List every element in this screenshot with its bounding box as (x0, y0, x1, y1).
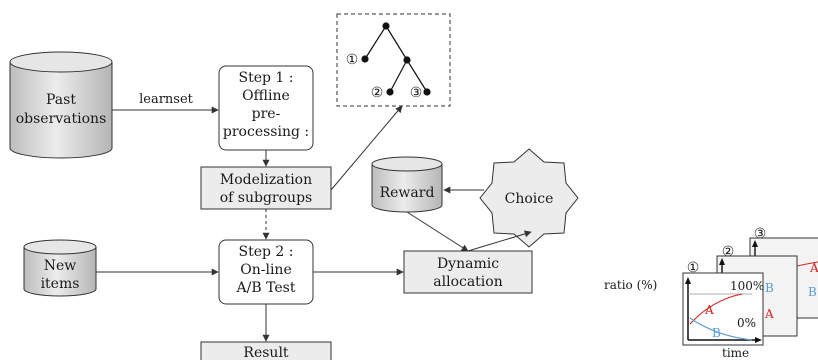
step1-box: Step 1 : Offline pre- processing : (218, 65, 314, 151)
step2-title: Step 2 : (239, 244, 294, 260)
mini-chart-panel-1: A B 100% 0% ① (682, 260, 764, 346)
tree-leaf-node-1 (361, 55, 369, 63)
new-items-label-line1: New (44, 258, 77, 274)
learnset-label: learnset (139, 92, 194, 107)
result-label: Result (243, 345, 289, 360)
mini-chart-panel-3-number: ③ (754, 226, 767, 242)
mini-chart-panel-1-series-a: A (704, 303, 714, 317)
step2-line3: A/B Test (236, 280, 296, 296)
tree-internal-node (403, 56, 411, 64)
mini-chart-panel-2-series-b: B (765, 281, 774, 295)
new-items-label-line2: items (41, 276, 80, 292)
mini-chart-panel-1-number: ① (687, 260, 700, 276)
mini-chart-tick-bottom: 0% (737, 316, 756, 330)
reward-to-allocation-edge (406, 211, 469, 252)
mini-chart-panel-1-series-b: B (712, 326, 721, 340)
past-observations-label-line2: observations (16, 111, 107, 127)
mini-chart-stack: A B ③ B A ② A B 100% 0% ① (604, 226, 818, 360)
tree-leaf-label-1: ① (346, 52, 359, 68)
dynamic-allocation-line1: Dynamic (437, 256, 499, 272)
step2-box: Step 2 : On-line A/B Test (218, 239, 314, 305)
allocation-to-choice-edge (467, 230, 532, 252)
tree-leaf-label-3: ③ (410, 85, 423, 101)
tree-root-node (382, 22, 390, 30)
tree-leaf-label-2: ② (371, 85, 384, 101)
mini-chart-x-label: time (722, 346, 749, 360)
choice-label: Choice (505, 191, 554, 207)
step1-title: Step 1 : (239, 70, 294, 86)
mini-chart-panel-3-series-a: A (809, 261, 818, 275)
tree-leaf-node-3 (423, 88, 431, 96)
step1-line4: processing : (223, 124, 309, 140)
mini-chart-y-label: ratio (%) (604, 278, 657, 292)
past-observations-cylinder: Past observations (9, 51, 113, 159)
dynamic-allocation-box: Dynamic allocation (403, 250, 533, 294)
mini-chart-series-b-line (689, 317, 753, 341)
result-box: Result (200, 341, 332, 360)
reward-cylinder: Reward (371, 156, 443, 213)
step1-line2: Offline (242, 88, 290, 104)
mini-chart-panel-2-series-a: A (764, 307, 774, 321)
tree-leaf-node-2 (386, 88, 394, 96)
mini-chart-tick-top: 100% (730, 279, 764, 293)
reward-label: Reward (380, 185, 435, 201)
dynamic-allocation-line2: allocation (433, 274, 502, 290)
step1-line3: pre- (252, 106, 281, 122)
choice-star: Choice (479, 148, 579, 248)
new-items-cylinder: New items (23, 239, 97, 297)
modelization-to-tree-edge (330, 105, 403, 191)
mini-chart-panel-2-number: ② (722, 244, 735, 260)
subgroup-tree-box: ① ② ③ (336, 13, 451, 107)
mini-chart-panel-3-series-b: B (808, 285, 817, 299)
past-observations-label-line1: Past (46, 92, 76, 108)
modelization-line2: of subgroups (220, 190, 312, 206)
modelization-box: Modelization of subgroups (200, 166, 332, 210)
modelization-line1: Modelization (220, 172, 312, 188)
step2-line2: On-line (240, 262, 291, 278)
